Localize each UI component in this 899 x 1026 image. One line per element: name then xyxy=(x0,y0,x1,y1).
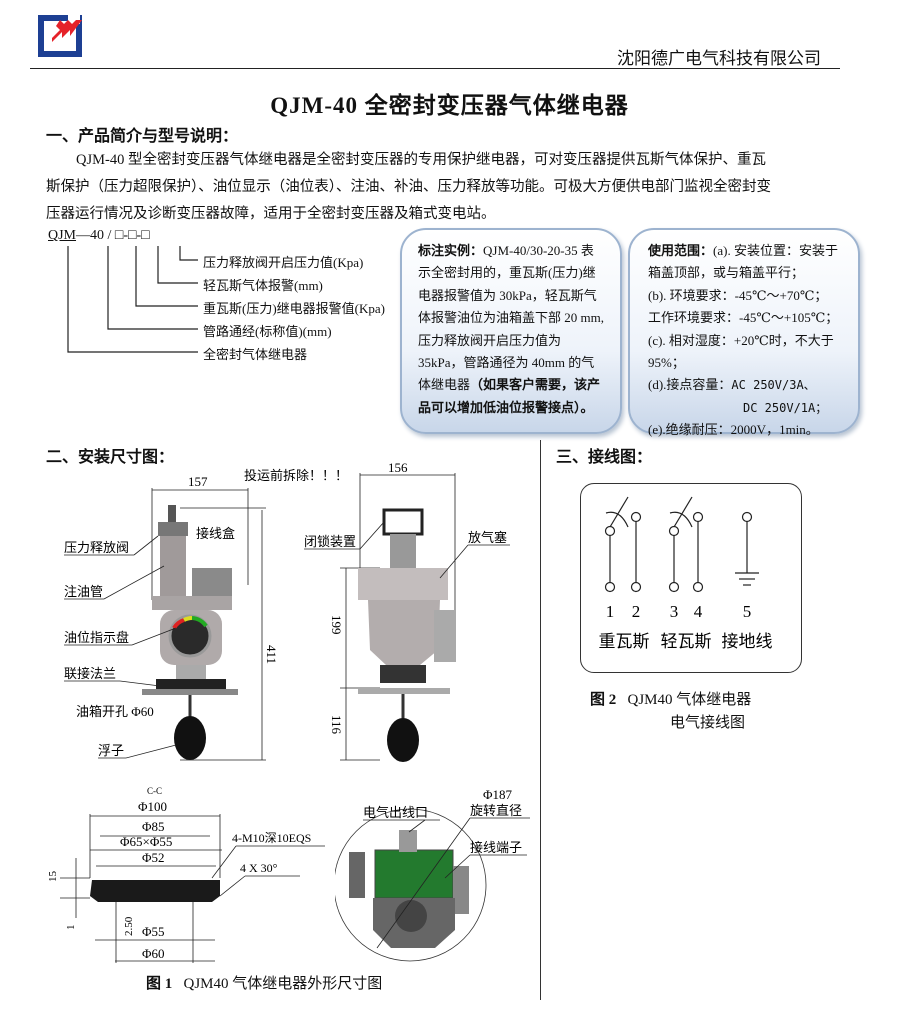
figure1-text: QJM40 气体继电器外形尺寸图 xyxy=(183,976,383,992)
terminal-5: 5 xyxy=(743,602,752,621)
usage-b2: 工作环境要求：-45℃～+105℃； xyxy=(648,310,839,326)
example-label: 标注实例： xyxy=(418,243,484,258)
dim-d55: Φ55 xyxy=(142,924,165,939)
usage-d2: DC 250V/1A； xyxy=(743,400,828,415)
figure2-number: 图 2 xyxy=(590,692,617,708)
header-divider xyxy=(30,68,840,69)
label-junction-box: 接线盒 xyxy=(196,526,235,541)
code-label: 全密封气体继电器 xyxy=(203,347,308,362)
dim-chamfer: 4 X 30° xyxy=(240,861,278,875)
model-boxes: □-□-□ xyxy=(114,228,150,243)
dim-2-50: 2.50 xyxy=(123,916,135,936)
wiring-diagram-box xyxy=(580,483,802,673)
section1-heading: 一、产品简介与型号说明： xyxy=(46,128,239,145)
figure2-caption: 图 2 QJM40 气体继电器 xyxy=(590,688,751,709)
dim-d65: Φ65×Φ55 xyxy=(120,834,172,849)
terminal-1: 1 xyxy=(606,602,615,621)
code-label: 轻瓦斯气体报警(mm) xyxy=(203,278,323,293)
model-code-leaders xyxy=(67,246,198,353)
figure2-caption-line2: 电气接线图 xyxy=(670,715,746,731)
relay-front-view xyxy=(142,505,238,760)
model-code: QJM—40 / □-□-□ xyxy=(48,228,150,244)
label-float: 浮子 xyxy=(98,743,124,758)
intro-line: QJM-40 型全密封变压器气体继电器是全密封变压器的专用保护继电器，可对变压器… xyxy=(76,152,766,168)
usage-box: 使用范围：(a). 安装位置：安装于箱盖顶部，或与箱盖平行； (b). 环境要求… xyxy=(628,228,860,437)
example-box: 标注实例：QJM-40/30-20-35 表示全密封用的，重瓦斯(压力)继电器报… xyxy=(400,228,622,434)
usage-d1: AC 250V/3A、 xyxy=(731,378,816,393)
section3-heading: 三、接线图： xyxy=(556,449,653,466)
label-terminal: 接线端子 xyxy=(470,840,522,855)
top-view-drawing: Φ187 旋转直径 电气出线口 接线端子 xyxy=(335,787,530,962)
relay-side-view xyxy=(358,508,456,762)
model-mid: —40 / xyxy=(76,228,112,243)
code-label: 压力释放阀开启压力值(Kpa) xyxy=(203,255,364,270)
dim-15: 15 xyxy=(47,871,59,883)
dim-m10: 4-M10深10EQS xyxy=(232,831,311,845)
dim-116: 116 xyxy=(329,715,344,735)
figure2-text1: QJM40 气体继电器 xyxy=(627,692,752,708)
dim-411: 411 xyxy=(264,645,279,664)
group-light-gas: 轻瓦斯 xyxy=(661,632,712,651)
label-vent-plug: 放气塞 xyxy=(468,530,507,545)
label-rotation-diameter: 旋转直径 xyxy=(470,803,522,818)
section2-heading: 二、安装尺寸图： xyxy=(46,449,175,466)
usage-e: (e).绝缘耐压：2000V，1min。 xyxy=(648,422,819,438)
figure1-caption: 图 1 QJM40 气体继电器外形尺寸图 xyxy=(146,972,382,993)
dim-d60: Φ60 xyxy=(142,946,165,961)
label-pressure-valve: 压力释放阀 xyxy=(64,540,129,555)
terminal-3: 3 xyxy=(670,602,679,621)
section-label: C-C xyxy=(147,786,162,796)
usage-c: (c). 相对湿度：+20℃时，不大于 95%； xyxy=(648,332,834,371)
intro-line: 斯保护（压力超限保护）、油位显示（油位表）、注油、补油、压力释放等功能。可极大方… xyxy=(46,179,771,195)
usage-d: (d).接点容量： xyxy=(648,377,732,393)
dim-157: 157 xyxy=(188,474,208,489)
label-remove-before-use: 投运前拆除！！！ xyxy=(244,468,348,483)
usage-a: (a). 安装位置：安装于箱盖顶部，或与箱盖平行； xyxy=(648,243,838,281)
dim-d85: Φ85 xyxy=(142,819,165,834)
model-prefix: QJM xyxy=(48,228,77,243)
intro-paragraph: QJM-40 型全密封变压器气体继电器是全密封变压器的专用保护继电器，可对变压器… xyxy=(46,147,836,228)
example-note: （如果客户需要，该产品可以增加低油位报警接点）。 xyxy=(418,377,601,415)
company-logo xyxy=(38,14,82,57)
label-oil-pipe: 注油管 xyxy=(64,584,103,599)
terminal-2: 2 xyxy=(632,602,641,621)
company-name: 沈阳德广电气科技有限公司 xyxy=(617,49,821,68)
wiring-diagram: 1 2 3 4 5 重瓦斯 轻瓦斯 接地线 xyxy=(599,496,773,651)
example-text: QJM-40/30-20-35 表示全密封用的，重瓦斯(压力)继电器报警值为 3… xyxy=(418,243,604,393)
group-ground: 接地线 xyxy=(722,632,773,651)
figure1-number: 图 1 xyxy=(146,976,173,992)
usage-b: (b). 环境要求：-45℃～+70℃； xyxy=(648,287,828,303)
dim-1: 1 xyxy=(65,925,77,931)
dim-d52: Φ52 xyxy=(142,850,165,865)
dim-d187: Φ187 xyxy=(483,787,513,802)
flange-section-drawing: C-C Φ100 Φ85 Φ65×Φ55 Φ52 Φ55 Φ60 4-M10深1… xyxy=(47,786,325,963)
column-divider xyxy=(540,440,541,1000)
dim-199: 199 xyxy=(329,615,344,635)
dim-156: 156 xyxy=(388,460,408,475)
code-label: 重瓦斯(压力)继电器报警值(Kpa) xyxy=(203,301,385,316)
installation-drawing: 157 156 411 199 116 压力释放阀 注油管 油位指示盘 联接法兰… xyxy=(64,460,510,762)
label-tank-hole: 油箱开孔 Φ60 xyxy=(76,704,154,719)
label-oil-gauge: 油位指示盘 xyxy=(64,630,129,645)
terminal-4: 4 xyxy=(694,602,703,621)
usage-label: 使用范围： xyxy=(648,243,714,258)
code-label: 管路通经(标称值)(mm) xyxy=(203,324,332,339)
label-flange: 联接法兰 xyxy=(64,666,116,681)
page-title: QJM-40 全密封变压器气体继电器 xyxy=(270,93,629,118)
label-cable-outlet: 电气出线口 xyxy=(363,805,428,820)
label-lock-device: 闭锁装置 xyxy=(304,534,356,549)
dim-d100: Φ100 xyxy=(138,799,167,814)
group-heavy-gas: 重瓦斯 xyxy=(599,632,650,651)
intro-line: 压器运行情况及诊断变压器故障，适用于全密封变压器及箱式变电站。 xyxy=(46,206,496,222)
